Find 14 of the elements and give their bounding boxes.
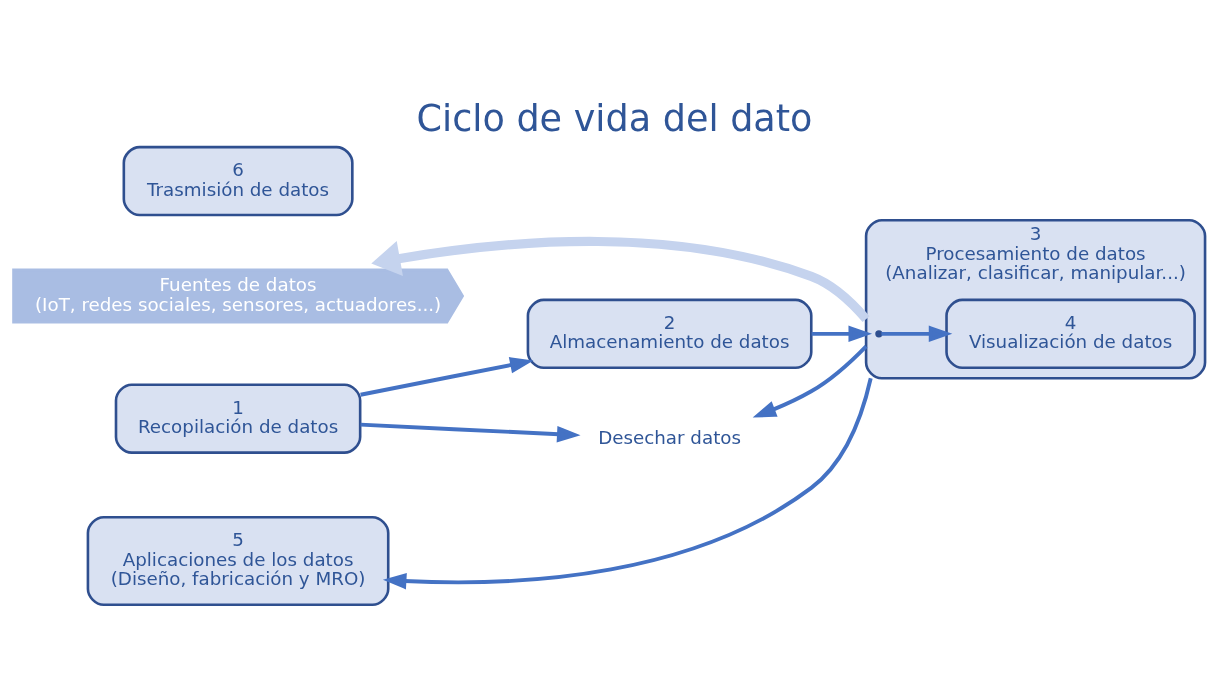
arrow (371, 236, 870, 322)
node-box: 1 Recopilación de datos (114, 382, 362, 454)
arrow (811, 325, 873, 342)
node-text: Desechar datos (598, 426, 742, 448)
node-box: 6 Trasmisión de datos (122, 145, 354, 216)
arrow (360, 422, 581, 442)
node-box: 2 Almacenamiento de datos (526, 298, 813, 369)
arrow (382, 377, 873, 589)
node-box: 4 Visualización de datos (945, 298, 1196, 369)
node-box: 5 Aplicaciones de los datos (Diseño, fabricación y MRO) (86, 515, 390, 606)
arrow (881, 325, 953, 342)
arrow (360, 356, 534, 397)
diagram-title: Ciclo de vida del dato (416, 96, 813, 140)
arrow (752, 344, 868, 417)
